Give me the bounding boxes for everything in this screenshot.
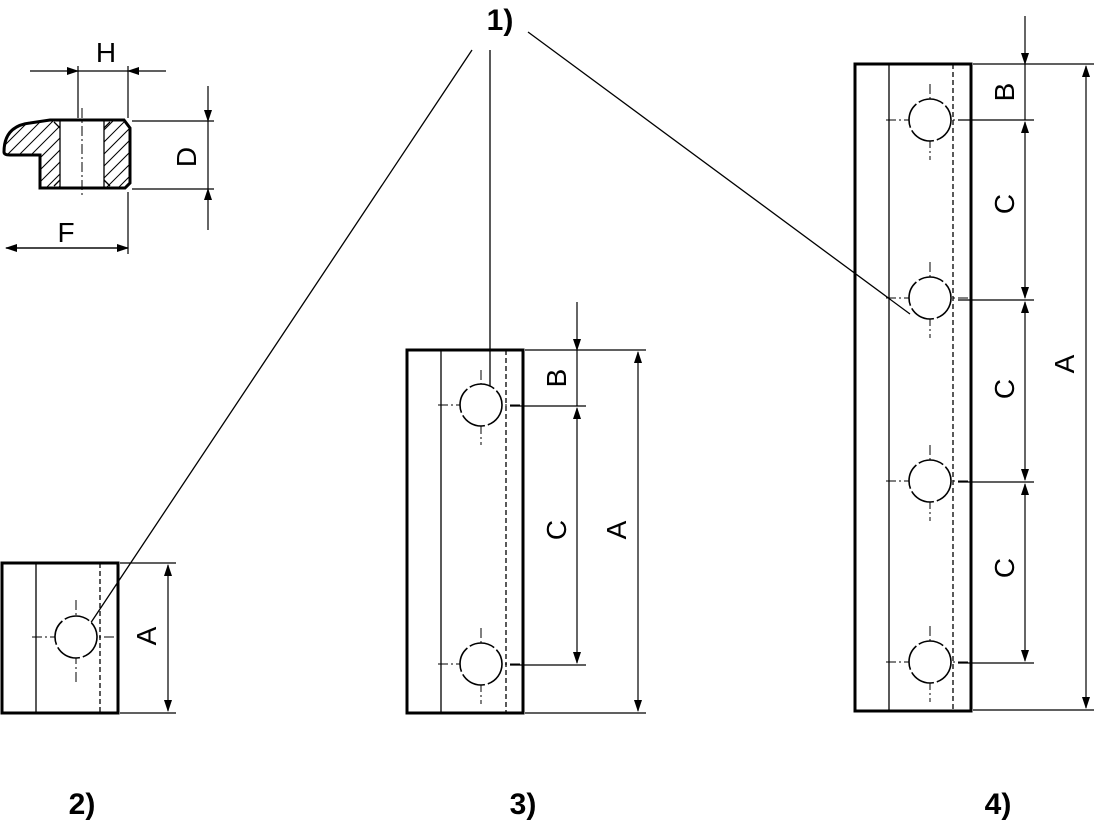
view-small-plate: A 2) xyxy=(0,561,176,821)
view-large-callout: 4) xyxy=(985,788,1012,821)
view-large-dim-c-3: C xyxy=(989,558,1020,578)
hole xyxy=(459,383,503,427)
section-hatch-left xyxy=(4,120,60,188)
dim-h-label: H xyxy=(96,37,116,68)
view-large-dim-c-2: C xyxy=(989,379,1020,399)
view-small-dim-a: A xyxy=(131,626,162,645)
section-hatch-right xyxy=(104,120,130,188)
hole xyxy=(908,98,952,142)
view-medium-dim-b: B xyxy=(541,369,572,388)
view-large-plate: B C C C A 4) xyxy=(853,16,1094,821)
view-large-dim-c-1: C xyxy=(989,194,1020,214)
hole xyxy=(459,642,503,686)
view-medium-dim-a: A xyxy=(601,520,632,539)
hole xyxy=(908,640,952,684)
view-large-dim-b: B xyxy=(989,83,1020,102)
part-ref-callout: 1) xyxy=(89,4,911,625)
dim-f-label: F xyxy=(57,217,74,248)
view-large-dim-a: A xyxy=(1049,354,1080,373)
dim-d-label: D xyxy=(171,147,202,167)
view-medium-callout: 3) xyxy=(510,788,537,821)
hole xyxy=(908,459,952,503)
view-small-callout: 2) xyxy=(69,788,96,821)
section-view: H D F xyxy=(2,37,214,254)
part-ref-label: 1) xyxy=(487,4,514,37)
view-medium-dim-c: C xyxy=(541,520,572,540)
view-medium-plate: B C A 3) xyxy=(405,302,646,821)
hole xyxy=(908,276,952,320)
hole xyxy=(54,615,98,659)
